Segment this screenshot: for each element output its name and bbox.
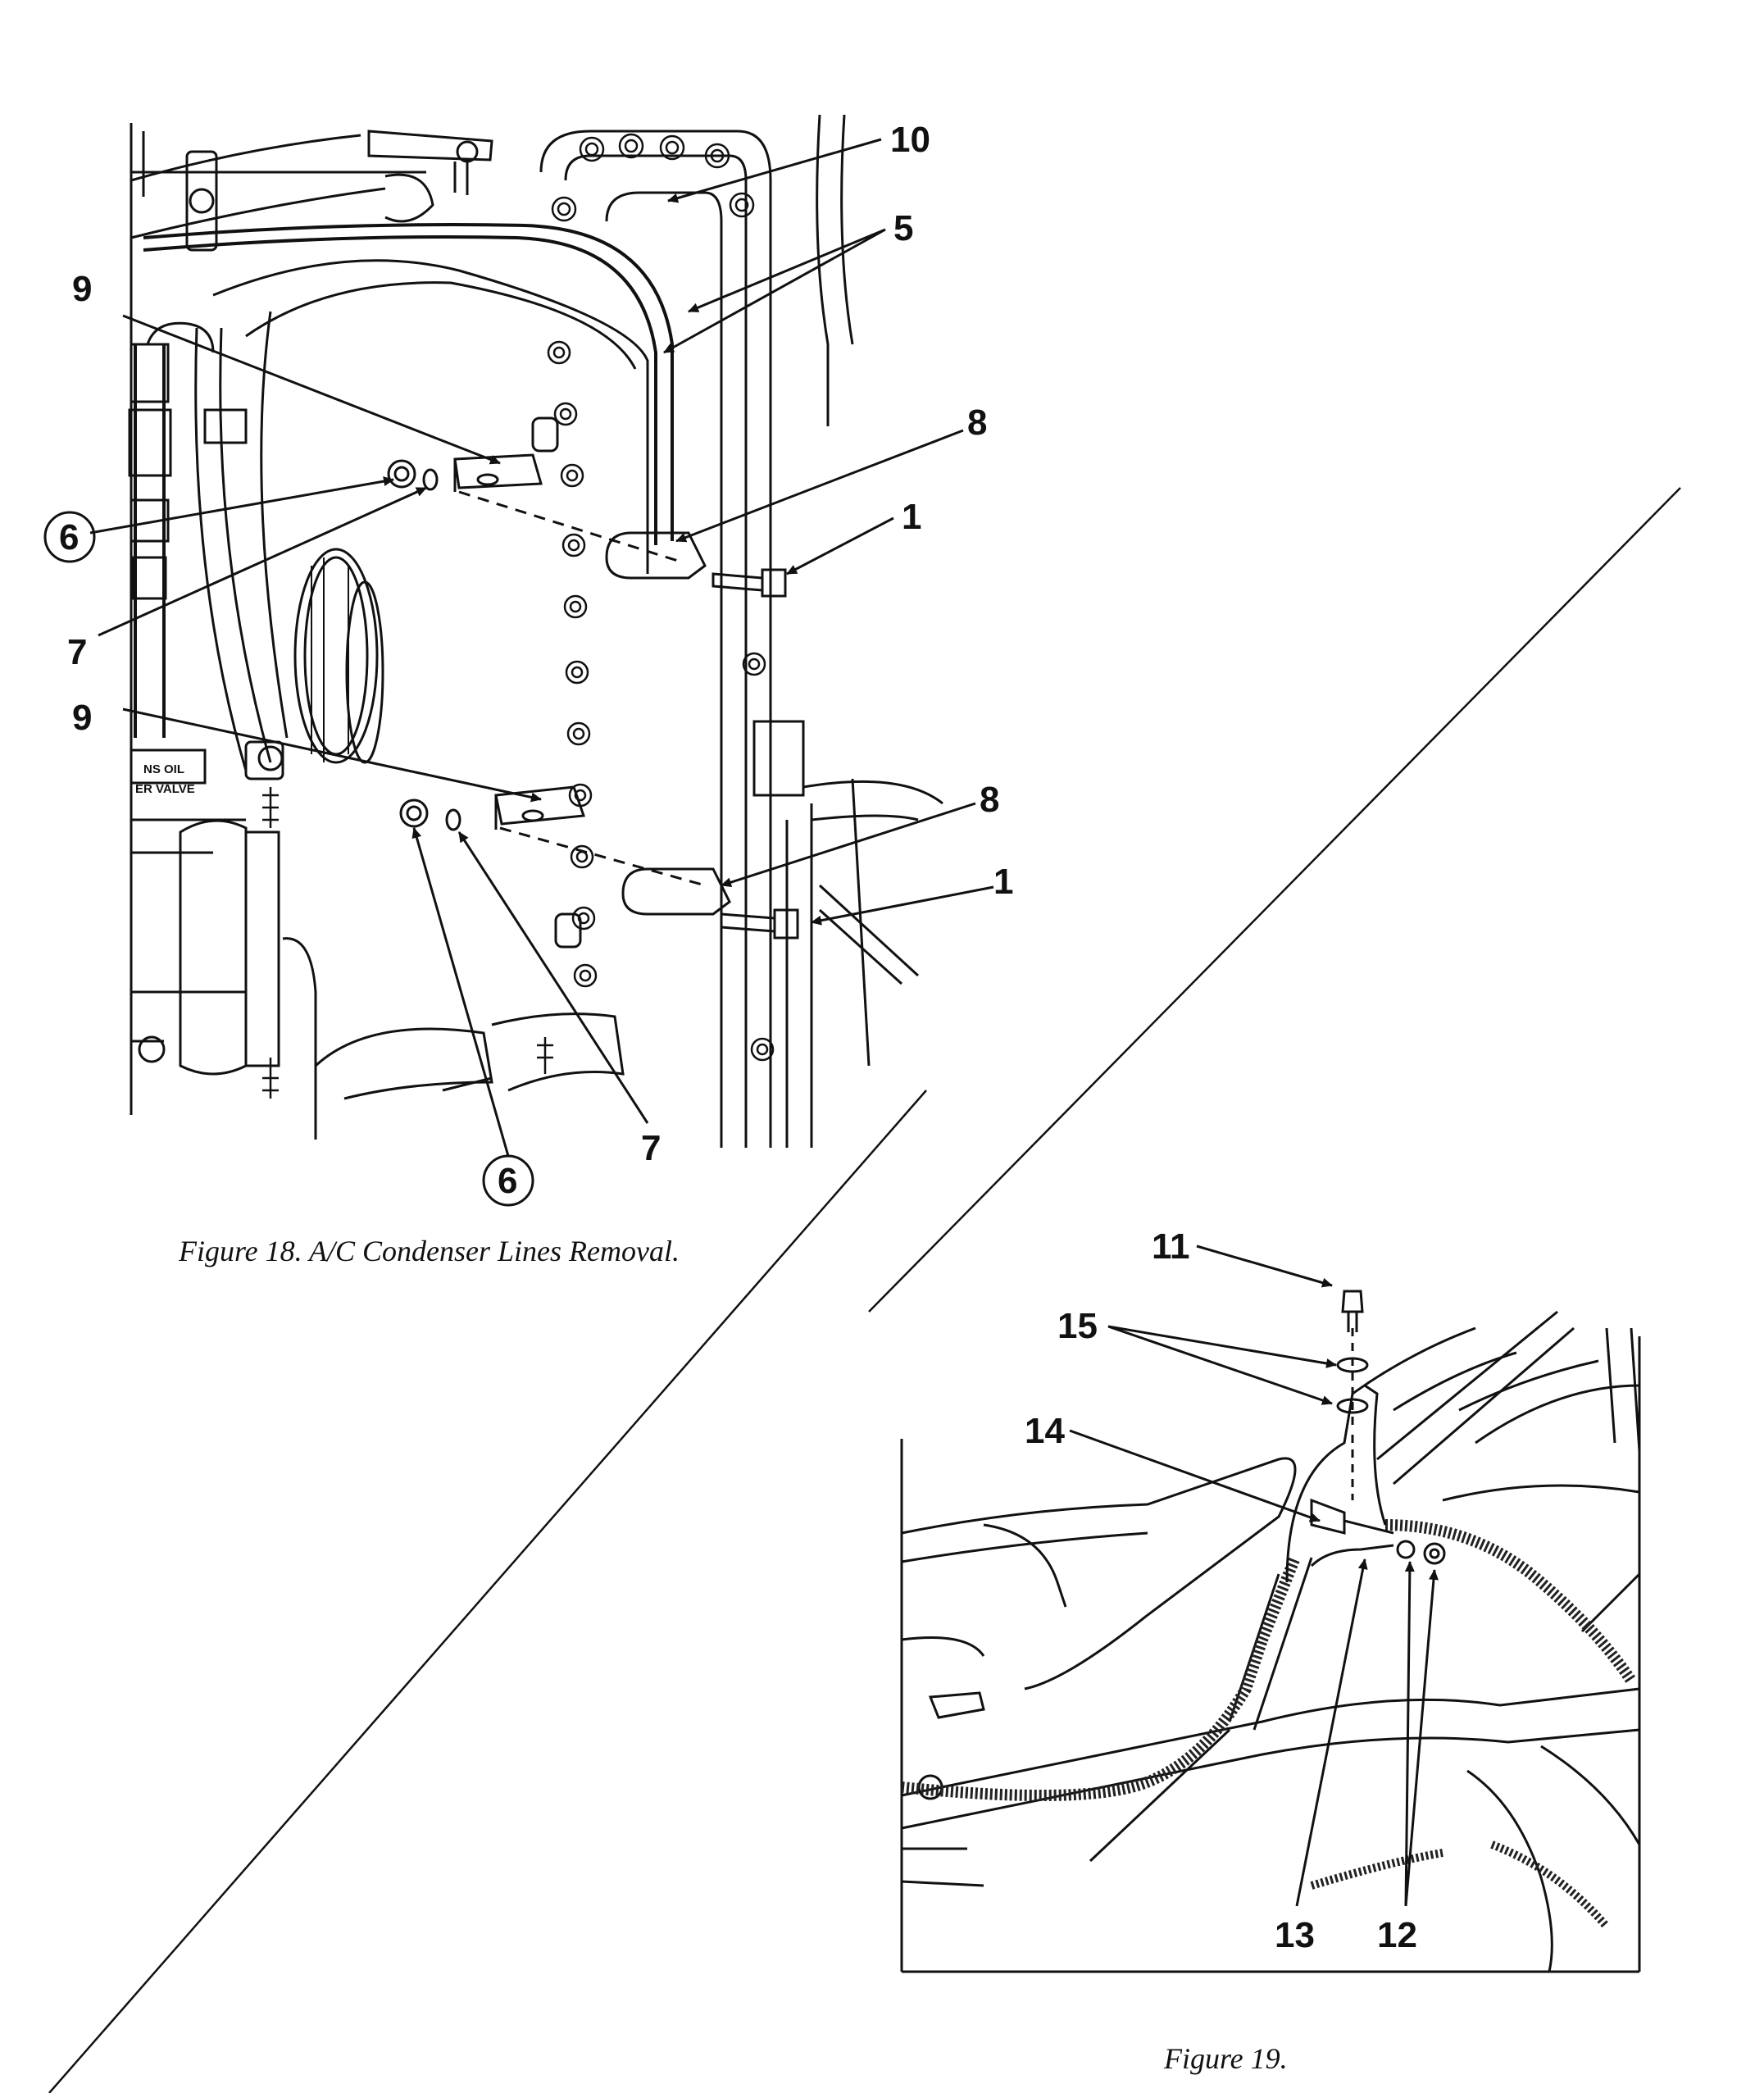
callout-5: 5 — [893, 208, 913, 248]
embedded-label-valve: ER VALVE — [135, 782, 195, 796]
callout-6-upper: 6 — [59, 517, 79, 557]
callout-9-lower: 9 — [72, 698, 92, 738]
embedded-label-trans-oil: NS OIL — [143, 762, 184, 776]
figure-18-callouts: 10 5 9 8 1 6 7 9 8 1 6 7 — [59, 120, 1013, 1201]
callout-15: 15 — [1057, 1306, 1098, 1346]
figure-18-illustration — [128, 114, 943, 1148]
figure-19-caption: Figure 19. — [1164, 2042, 1288, 2075]
figure-19-leader-lines — [1069, 1244, 1439, 1907]
callout-6-lower: 6 — [498, 1161, 517, 1201]
callout-8-lower: 8 — [980, 780, 999, 820]
callout-1-upper: 1 — [902, 497, 921, 537]
callout-11: 11 — [1152, 1226, 1190, 1267]
figure-18-circled-callout-rings — [43, 511, 534, 1207]
figure-18-leader-lines — [89, 138, 994, 1157]
callout-13: 13 — [1275, 1915, 1315, 1955]
callout-7-lower: 7 — [641, 1128, 661, 1168]
figure-18-caption: Figure 18. A/C Condenser Lines Removal. — [179, 1235, 680, 1267]
callout-7-upper: 7 — [67, 632, 87, 672]
diagonal-divider-lines — [48, 487, 1681, 2093]
callout-9-upper: 9 — [72, 269, 92, 309]
callout-8-upper: 8 — [967, 403, 987, 443]
figure-19-callouts: 11 15 14 13 12 — [1025, 1226, 1417, 1955]
callout-12: 12 — [1377, 1915, 1417, 1955]
figure-19-illustration — [900, 1290, 1641, 1973]
callout-14: 14 — [1025, 1411, 1065, 1451]
callout-1-lower: 1 — [993, 862, 1013, 902]
callout-10: 10 — [890, 120, 930, 160]
